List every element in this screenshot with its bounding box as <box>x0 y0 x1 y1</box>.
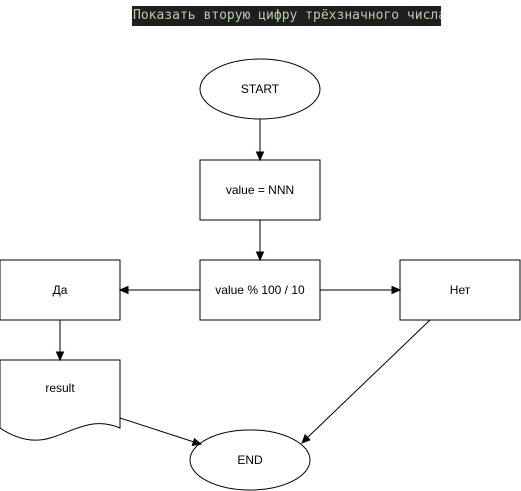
compute-node[interactable]: value % 100 / 10 <box>199 259 321 321</box>
arrowhead <box>191 437 203 447</box>
edge-start-to-assign <box>255 119 265 162</box>
yes-label: Да <box>53 283 68 297</box>
result-document-shape <box>0 359 121 441</box>
end-ellipse <box>189 429 311 491</box>
edge-result-to-end <box>119 417 203 447</box>
arrowhead <box>118 285 129 295</box>
page-title: Показать вторую цифру трёхзначного числа <box>132 6 441 26</box>
no-node[interactable]: Нет <box>399 259 521 321</box>
edge-yes-to-result <box>55 320 65 362</box>
compute-label: value % 100 / 10 <box>215 283 305 297</box>
edge-line <box>119 417 195 443</box>
edge-compute-to-no <box>320 285 402 295</box>
arrowhead <box>391 285 402 295</box>
edge-no-to-end <box>301 319 431 444</box>
no-box <box>399 259 521 321</box>
arrowhead <box>255 151 265 162</box>
edge-assign-to-compute <box>255 220 265 262</box>
arrowhead <box>301 433 311 444</box>
assign-node[interactable]: value = NNN <box>199 159 321 221</box>
yes-node[interactable]: Да <box>0 259 121 321</box>
start-node[interactable]: START <box>199 58 321 120</box>
assign-label: value = NNN <box>226 183 294 197</box>
arrowhead <box>55 351 65 362</box>
result-node[interactable]: result <box>0 359 121 441</box>
edge-compute-to-yes <box>118 285 200 295</box>
edge-line <box>306 319 431 439</box>
no-label: Нет <box>450 283 471 297</box>
result-label: result <box>45 381 75 395</box>
end-node[interactable]: END <box>189 429 311 491</box>
start-label: START <box>241 82 280 96</box>
arrowhead <box>255 251 265 262</box>
end-label: END <box>237 453 263 467</box>
